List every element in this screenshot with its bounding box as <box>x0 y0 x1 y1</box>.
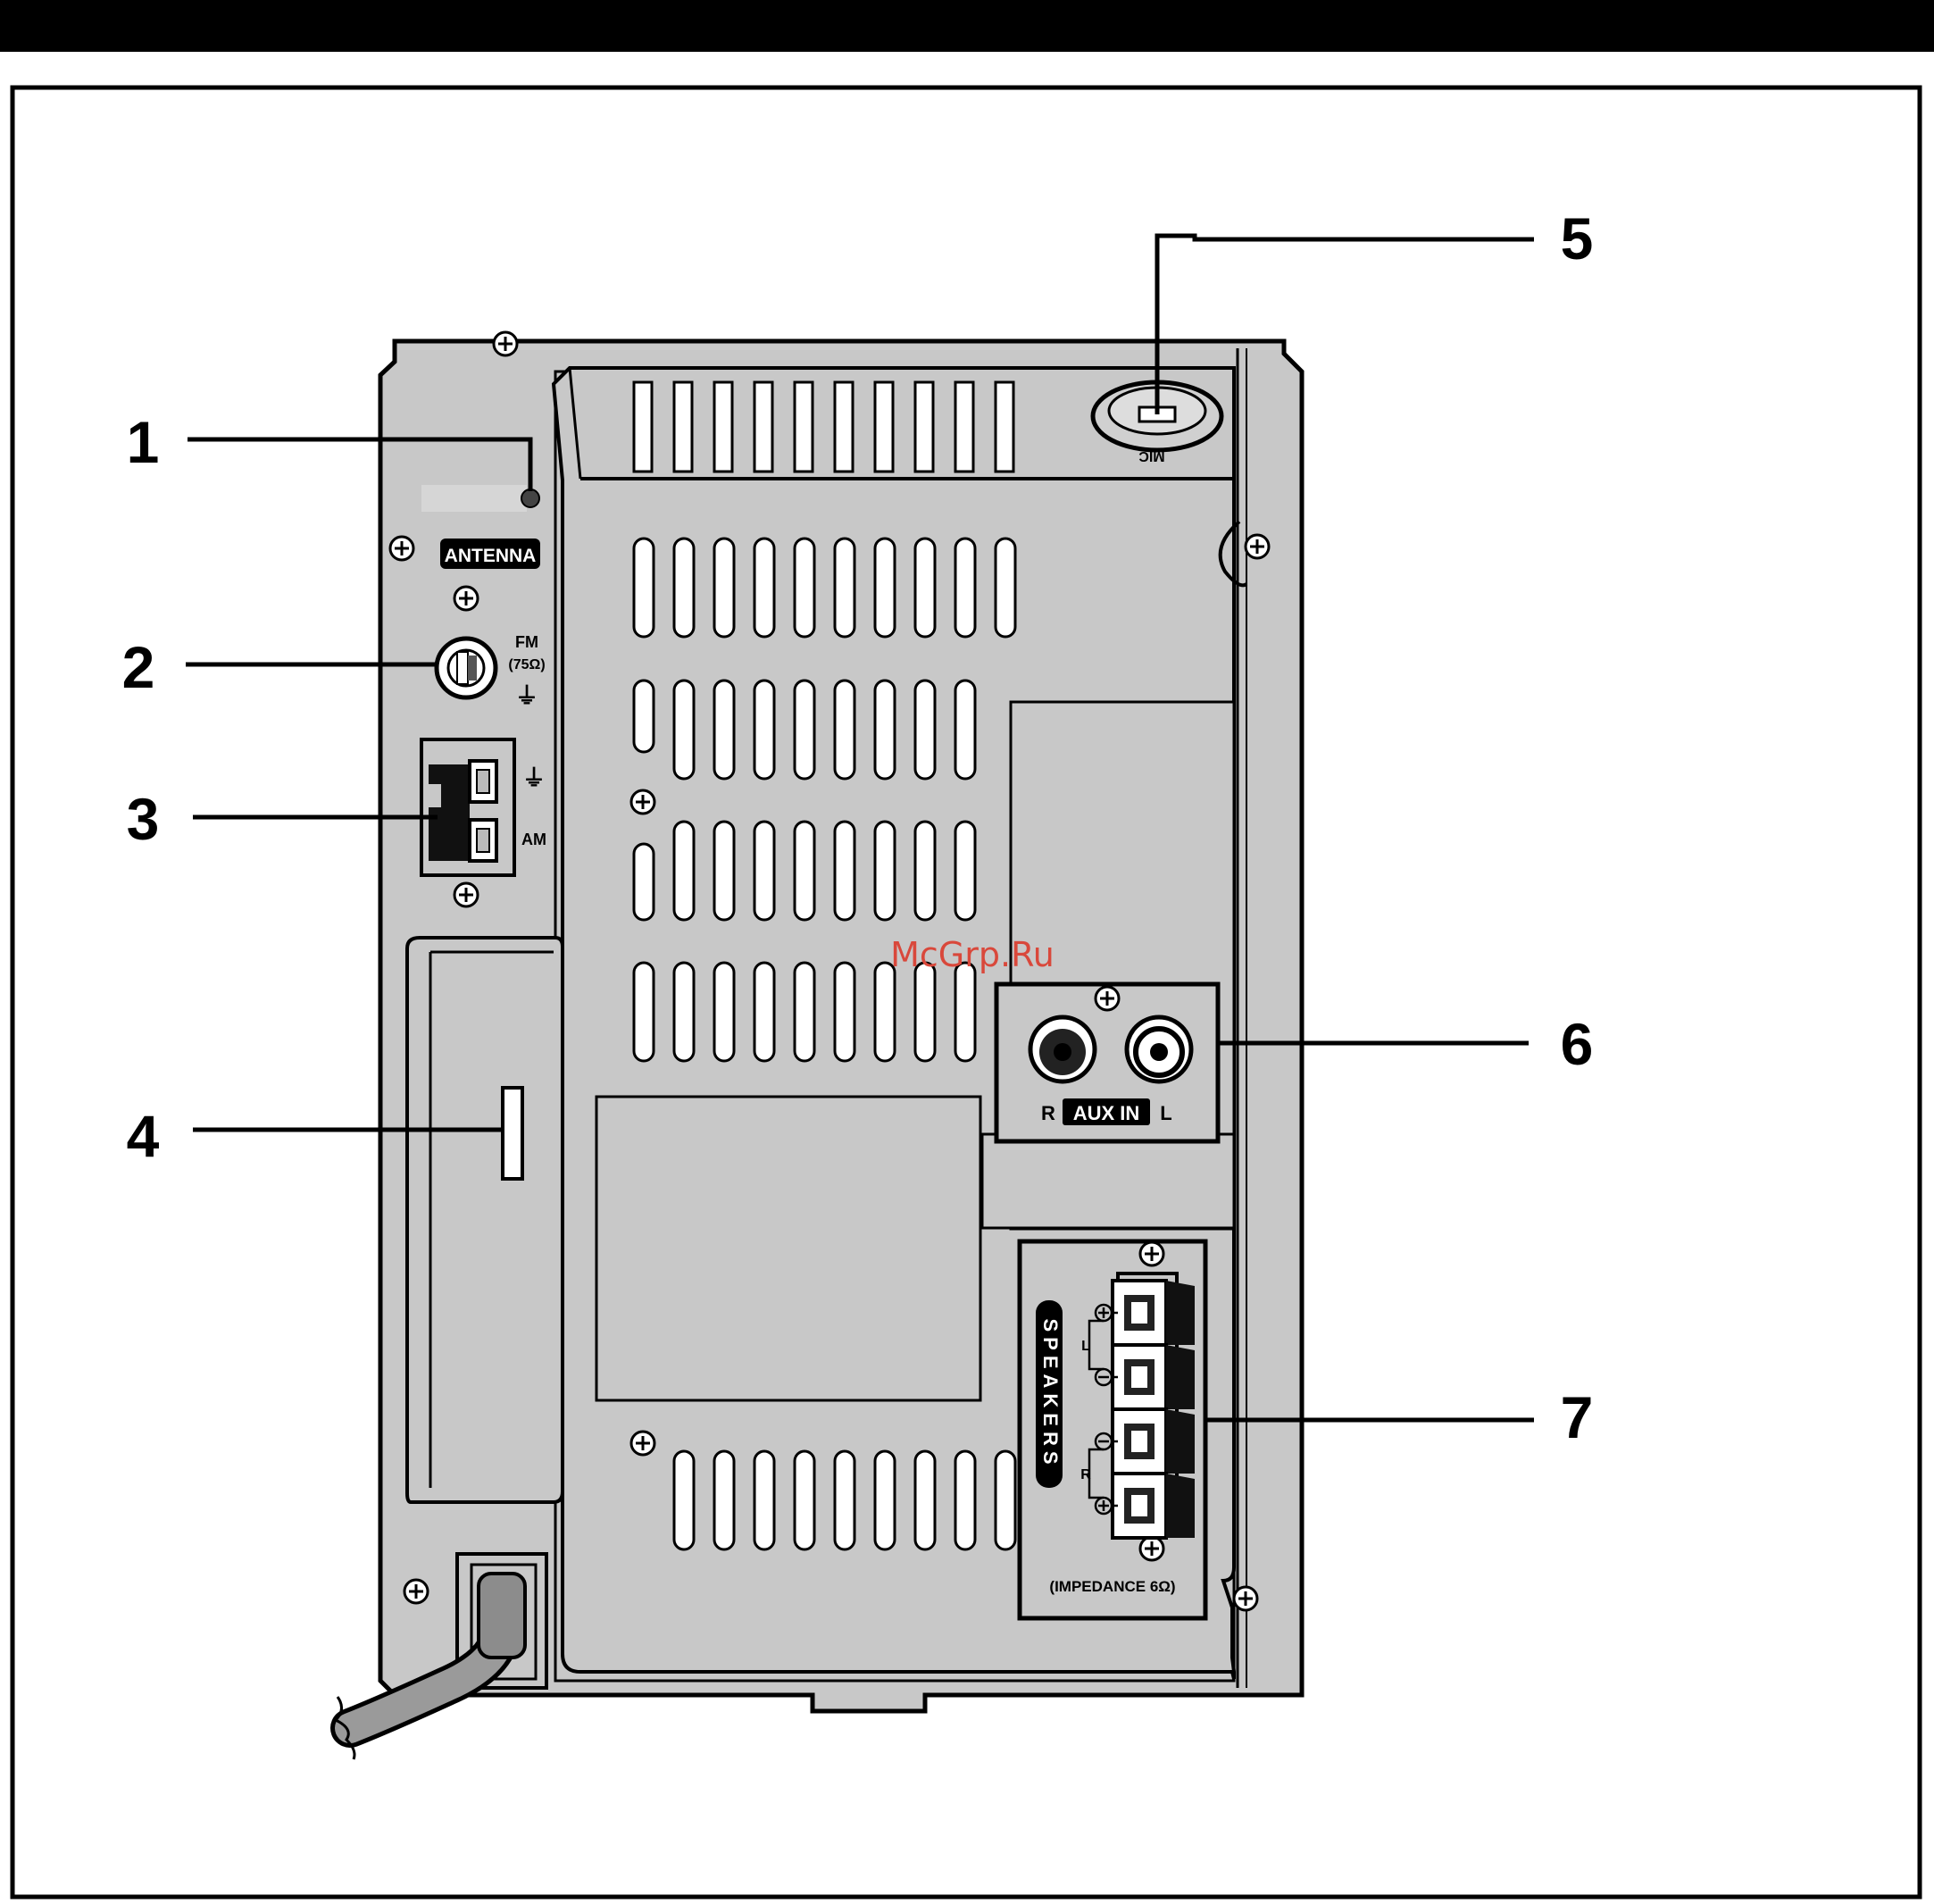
am-label: AM <box>521 831 546 848</box>
speaker-terminal-r-minus[interactable] <box>1113 1409 1195 1474</box>
spk-l-label: L <box>1081 1339 1090 1354</box>
callout-1: 1 <box>127 409 160 475</box>
aux-in-label: AUX IN <box>1073 1102 1140 1124</box>
aux-in-section: R AUX IN L <box>996 984 1218 1141</box>
ground-symbol-icon: ⏚ <box>515 682 538 709</box>
top-band <box>0 0 1934 52</box>
ground-symbol-icon-am: ⏚ <box>522 764 546 791</box>
speaker-terminal-l-plus[interactable] <box>1113 1281 1195 1345</box>
mic-label: MIC <box>1138 448 1165 463</box>
watermark: McGrp.Ru <box>890 935 1055 974</box>
impedance-label: (IMPEDANCE 6Ω) <box>1049 1578 1175 1595</box>
callout-6: 6 <box>1561 1011 1594 1077</box>
aux-l-label: L <box>1160 1102 1171 1124</box>
antenna-label: ANTENNA <box>445 546 537 566</box>
power-plug[interactable] <box>479 1574 525 1658</box>
fm-ohm-label: (75Ω) <box>508 657 545 672</box>
callout-4: 4 <box>127 1103 160 1169</box>
callout-5: 5 <box>1561 205 1594 271</box>
aux-lower <box>982 1134 1234 1228</box>
aux-r-label: R <box>1041 1102 1055 1124</box>
cover-tab[interactable] <box>503 1088 522 1179</box>
antenna-label-strip <box>421 485 527 512</box>
label-plate <box>596 1097 980 1400</box>
speaker-terminal-r-plus[interactable] <box>1113 1474 1195 1538</box>
speakers-label: SPEAKERS <box>1039 1318 1062 1469</box>
speakers-section: SPEAKERS L R (IMPEDANCE 6Ω) <box>1020 1241 1205 1618</box>
antenna-indicator <box>521 489 539 507</box>
callout-7: 7 <box>1561 1384 1594 1450</box>
callout-2: 2 <box>122 634 155 700</box>
spk-r-label: R <box>1080 1467 1091 1482</box>
speaker-terminal-l-minus[interactable] <box>1113 1345 1195 1409</box>
fm-label: FM <box>515 633 538 651</box>
callout-3: 3 <box>127 786 160 852</box>
